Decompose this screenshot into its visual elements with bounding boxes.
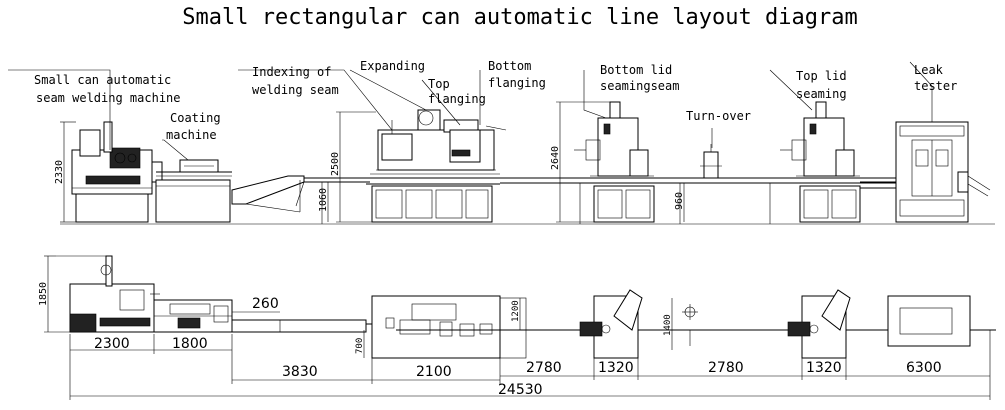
plan-dim-w-coating: 1800 xyxy=(172,336,208,352)
leak-tester-elevation xyxy=(860,121,991,223)
dim-h-former: 2500 xyxy=(330,152,341,176)
former-elevation xyxy=(366,109,507,223)
former-plan xyxy=(371,295,600,359)
plan-dim-w-seamer2: 1320 xyxy=(806,360,842,376)
label-welder: Small can automatic seam welding machine xyxy=(34,73,181,105)
label-expanding: Expanding xyxy=(360,59,425,73)
dim-h-bottom-seamer: 2640 xyxy=(550,146,561,170)
seam-welder-plan xyxy=(56,255,160,333)
plan-dim-h-turnover: 1400 xyxy=(663,314,673,336)
plan-dim-conveyor: 260 xyxy=(252,296,279,312)
dim-h-conveyor: 1060 xyxy=(318,188,329,212)
label-leaders xyxy=(8,61,933,161)
leak-tester-plan xyxy=(887,295,996,347)
label-turn-over: Turn-over xyxy=(686,109,751,123)
coating-machine-elevation xyxy=(155,159,232,223)
turn-over-elevation xyxy=(700,144,722,179)
label-indexing: Indexing of welding seam xyxy=(252,65,339,97)
label-bottom-lid: Bottom lid seamingseam xyxy=(600,63,679,93)
plan-dim-w-welder: 2300 xyxy=(94,336,130,352)
plan-dim-gap1: 2780 xyxy=(526,360,562,376)
label-bottom-flanging: Bottom flanging xyxy=(488,59,546,90)
seamer1-plan xyxy=(579,289,643,359)
bottom-seamer-elevation xyxy=(574,101,655,223)
dim-h-welder: 2330 xyxy=(54,160,65,184)
diagram-title: Small rectangular can automatic line lay… xyxy=(182,5,858,30)
plan-view: 1850 2300 1800 260 3830 2100 700 1200 27… xyxy=(38,255,996,400)
label-coating: Coating machine xyxy=(166,111,228,142)
plan-dim-total: 24530 xyxy=(498,382,543,398)
seamer2-plan xyxy=(787,289,851,359)
plan-dim-gap2: 2780 xyxy=(708,360,744,376)
coating-plan xyxy=(153,299,233,333)
dim-h-line: 960 xyxy=(674,192,685,210)
seam-welder-elevation xyxy=(71,121,163,223)
plan-dim-gap-conveyor: 3830 xyxy=(282,364,318,380)
plan-dim-w-former: 2100 xyxy=(416,364,452,380)
plan-dim-h-former-small: 700 xyxy=(355,338,365,354)
plan-dim-h-former-side: 1200 xyxy=(511,300,521,322)
top-seamer-elevation xyxy=(780,101,861,223)
plan-dim-w-tester: 6300 xyxy=(906,360,942,376)
turnover-plan xyxy=(682,304,698,346)
label-leak-tester: Leak tester xyxy=(914,63,957,93)
label-top-flanging: Top flanging xyxy=(428,77,486,106)
inclined-conveyor xyxy=(231,175,370,224)
plan-conveyor xyxy=(231,319,367,333)
elevation-dimensions xyxy=(60,101,685,223)
plan-dim-h-welder: 1850 xyxy=(38,282,49,306)
plan-dim-w-seamer1: 1320 xyxy=(598,360,634,376)
elevation-view: Small can automatic seam welding machine… xyxy=(8,59,995,225)
label-top-lid: Top lid seaming xyxy=(796,69,854,101)
plan-dimensions xyxy=(44,255,991,400)
